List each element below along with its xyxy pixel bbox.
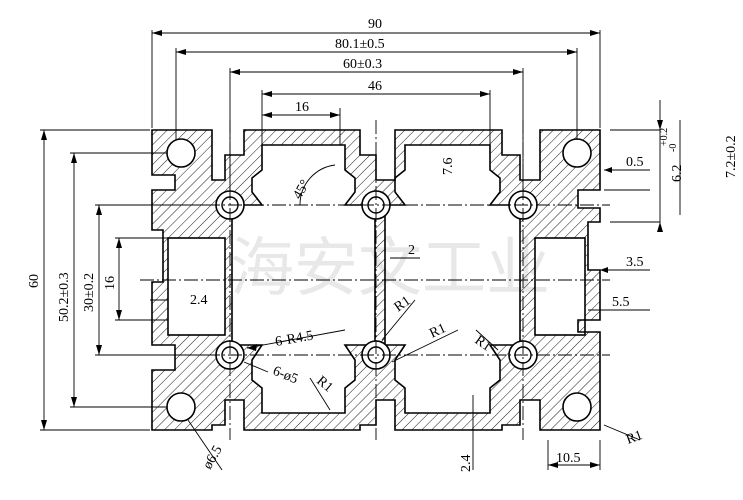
dim-wall-3-5: 3.5 — [626, 255, 644, 270]
extension-lines — [40, 30, 601, 431]
dim-slot-6-2: 6.2 — [670, 165, 685, 183]
dim-r1-c: R1 — [472, 333, 494, 355]
dim-overall-height: 60 — [27, 274, 42, 288]
arrowheads — [41, 30, 663, 468]
dim-r1-b: R1 — [427, 321, 448, 342]
dim-r1-e: R1 — [624, 428, 644, 448]
dim-hole-pitch-outer: 80.1±0.5 — [335, 37, 385, 52]
dim-slot-height: 16 — [103, 276, 118, 290]
hole-bottom-left — [166, 392, 196, 422]
dim-holes-d: 6-ø5 — [271, 364, 300, 388]
dim-inner-width: 46 — [368, 79, 382, 94]
dim-bottom-10-5: 10.5 — [556, 451, 581, 466]
hole-top-right — [562, 138, 592, 168]
dim-lines — [43, 32, 681, 471]
dim-slot-7-2: 7.2±0.2 — [724, 135, 739, 178]
hole-top-left — [166, 138, 196, 168]
dim-bottom-2-4: 2.4 — [459, 455, 474, 473]
dim-web-2: 2 — [408, 243, 415, 258]
dim-depth-7-6: 7.6 — [441, 158, 456, 176]
dim-wall-0-5: 0.5 — [626, 155, 644, 170]
dim-slot-width: 16 — [295, 100, 309, 115]
hole-bottom-right — [562, 392, 592, 422]
dim-angle: 45° — [290, 178, 313, 202]
dim-height-inner: 30±0.2 — [82, 273, 97, 312]
watermark: 海安文工业 — [230, 232, 550, 304]
dim-height-pitch: 50.2±0.3 — [57, 272, 72, 322]
dimension-labels: 90 80.1±0.5 60±0.3 46 16 60 50.2±0.3 30±… — [27, 17, 739, 472]
dim-tol-zero: -0 — [668, 144, 679, 152]
dim-overall-width: 90 — [368, 17, 382, 32]
dim-wall-5-5: 5.5 — [612, 295, 630, 310]
dim-wall-2-4-left: 2.4 — [190, 293, 208, 308]
dim-holes-r: 6-R4.5 — [274, 328, 315, 349]
dim-r1-d: R1 — [313, 374, 335, 396]
dim-hole-pitch-mid: 60±0.3 — [343, 57, 382, 72]
dim-dia-6-5: ø6.5 — [200, 443, 225, 472]
dim-tol-plus: +0.2 — [659, 128, 670, 146]
